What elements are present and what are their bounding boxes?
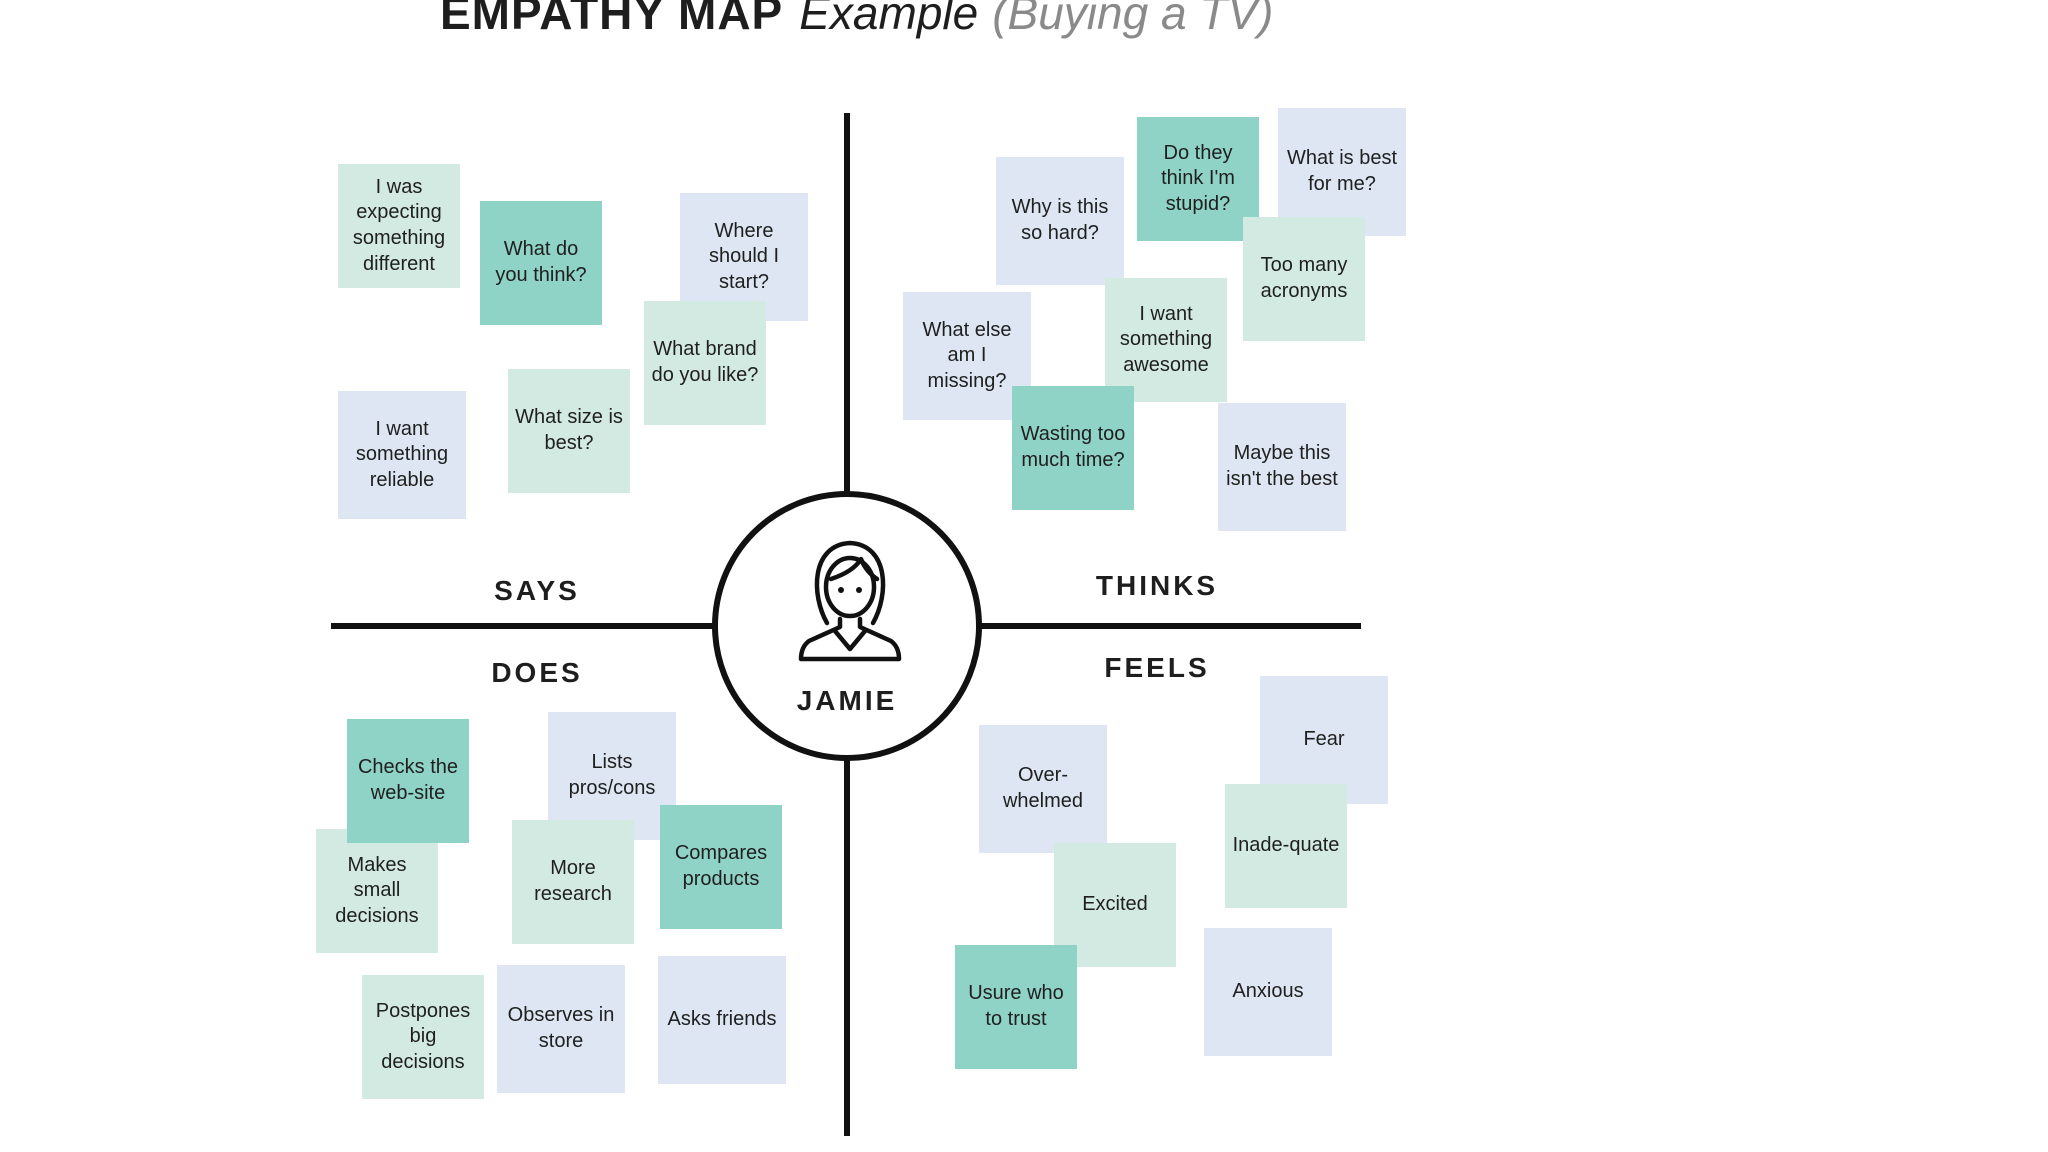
sticky-note: I want something awesome: [1105, 278, 1227, 402]
sticky-note: Anxious: [1204, 928, 1332, 1056]
sticky-note: I want something reliable: [338, 391, 466, 519]
quadrant-label-says: SAYS: [494, 575, 580, 606]
sticky-note: I was expecting something different: [338, 164, 460, 288]
sticky-note: Lists pros/cons: [548, 712, 676, 840]
page-title: EMPATHY MAP Example (Buying a TV): [440, 0, 1273, 41]
sticky-note: Why is this so hard?: [996, 157, 1124, 285]
title-subtitle: (Buying a TV): [992, 0, 1274, 39]
sticky-note: Fear: [1260, 676, 1388, 804]
sticky-note: Wasting too much time?: [1012, 386, 1134, 510]
persona-name: JAMIE: [796, 685, 898, 716]
sticky-note: Over-whelmed: [979, 725, 1107, 853]
sticky-note: Makes small decisions: [316, 829, 438, 953]
quadrant-label-feels: FEELS: [1104, 652, 1210, 683]
quadrant-label-does: DOES: [491, 657, 583, 688]
sticky-note: Observes in store: [497, 965, 625, 1093]
sticky-note: What brand do you like?: [644, 301, 766, 425]
sticky-note: Asks friends: [658, 956, 786, 1084]
sticky-note: What do you think?: [480, 201, 602, 325]
sticky-note: Too many acronyms: [1243, 217, 1365, 341]
sticky-note: Usure who to trust: [955, 945, 1077, 1069]
title-example: Example: [799, 0, 979, 39]
sticky-note: Postpones big decisions: [362, 975, 484, 1099]
person-icon: [798, 540, 902, 662]
persona-circle: JAMIE: [712, 491, 982, 761]
sticky-note: Where should I start?: [680, 193, 808, 321]
sticky-note: What size is best?: [508, 369, 630, 493]
sticky-note: Compares products: [660, 805, 782, 929]
sticky-note: What else am I missing?: [903, 292, 1031, 420]
sticky-note: Inade-quate: [1225, 784, 1347, 908]
sticky-note: Do they think I'm stupid?: [1137, 117, 1259, 241]
title-main: EMPATHY MAP: [440, 0, 784, 39]
sticky-note: What is best for me?: [1278, 108, 1406, 236]
sticky-note: Checks the web-site: [347, 719, 469, 843]
quadrant-label-thinks: THINKS: [1095, 570, 1219, 601]
sticky-note: Maybe this isn't the best: [1218, 403, 1346, 531]
sticky-note: More research: [512, 820, 634, 944]
